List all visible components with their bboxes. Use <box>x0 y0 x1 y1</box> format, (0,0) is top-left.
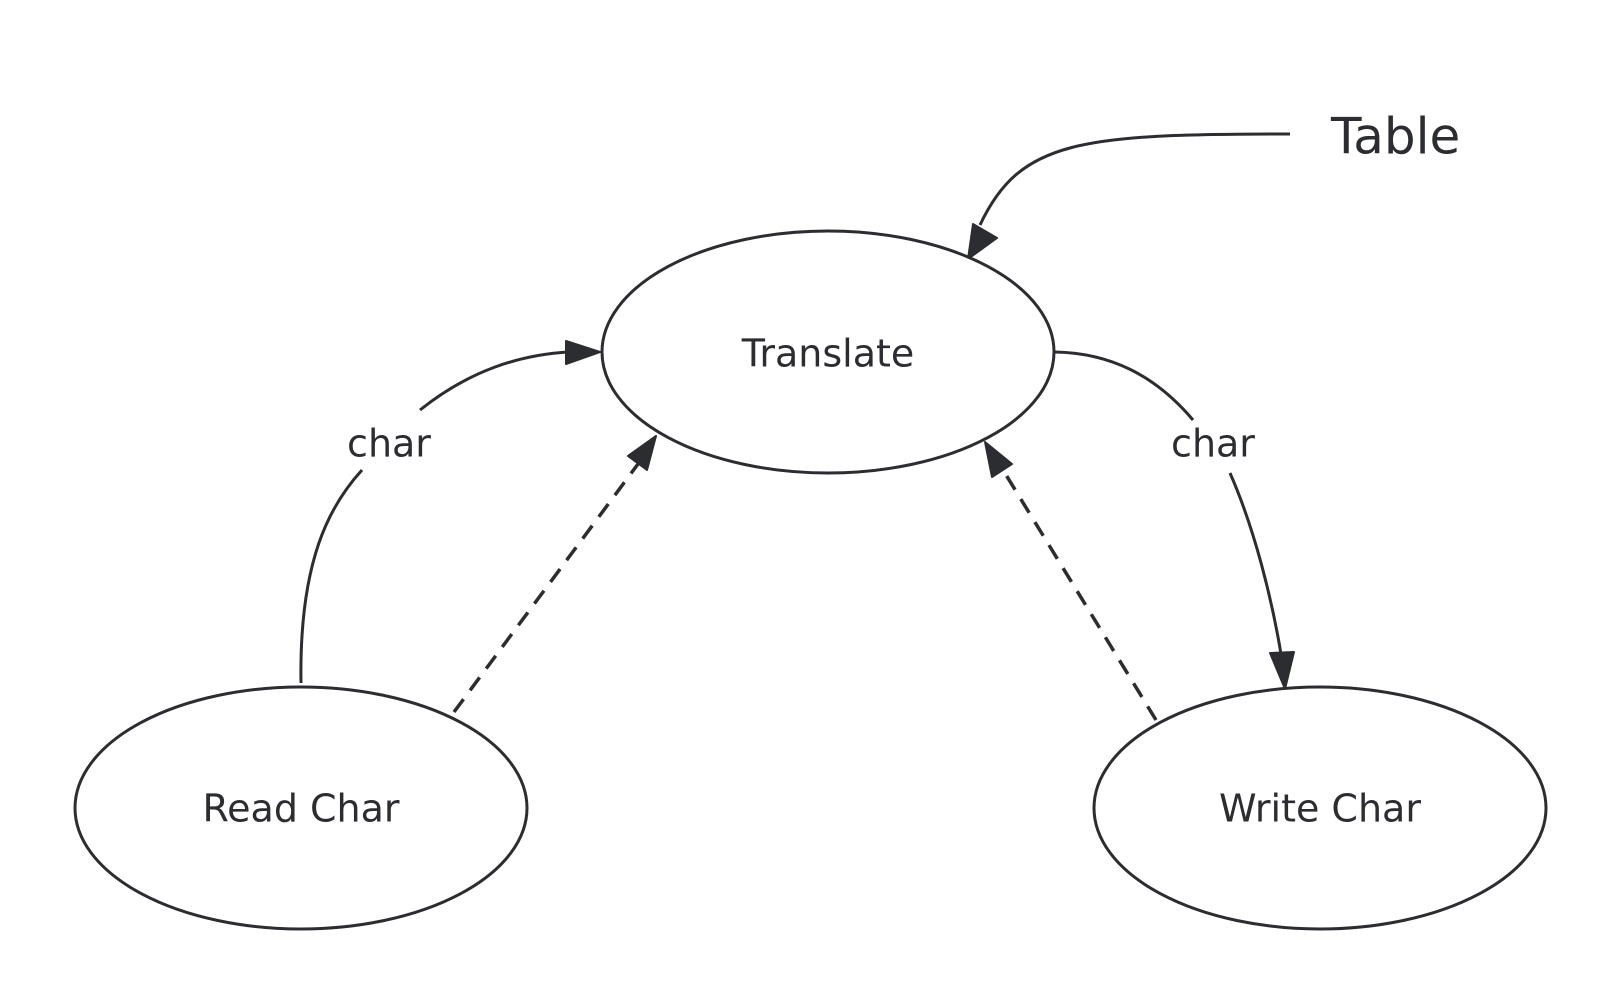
arrowhead-read-to-translate <box>565 340 601 365</box>
node-read-char[interactable]: Read Char <box>73 685 529 931</box>
edge-write-to-translate-dashed <box>984 441 1158 721</box>
arrowhead-table-to-translate <box>967 223 998 260</box>
edge-table-to-translate-line <box>978 132 1291 226</box>
node-translate[interactable]: Translate <box>600 229 1056 475</box>
edge-read-to-translate-dashed-line <box>452 462 640 714</box>
arrowhead-translate-to-write <box>1269 651 1295 690</box>
edge-read-to-translate <box>299 340 601 684</box>
edge-write-to-translate-dashed-line <box>1001 469 1158 721</box>
external-source-table-label: Table <box>1330 108 1460 166</box>
node-write-char[interactable]: Write Char <box>1092 685 1548 931</box>
node-translate-label: Translate <box>741 332 915 376</box>
edge-read-to-translate-line <box>299 468 364 684</box>
node-write-char-shape <box>1092 685 1548 931</box>
node-read-char-label: Read Char <box>202 787 399 831</box>
arrowhead-read-to-translate-dashed <box>627 435 657 471</box>
edge-read-to-translate-line-upper <box>419 350 569 412</box>
node-read-char-shape <box>73 685 529 931</box>
node-write-char-label: Write Char <box>1219 787 1421 831</box>
edge-translate-to-write-label: char <box>1171 422 1255 466</box>
edge-translate-to-write <box>1054 350 1295 690</box>
edge-translate-to-write-line <box>1228 472 1283 655</box>
edge-table-to-translate <box>967 132 1291 260</box>
edge-read-to-translate-dashed <box>452 435 657 714</box>
edge-read-to-translate-label: char <box>347 422 431 466</box>
arrowhead-write-to-translate-dashed <box>984 441 1013 478</box>
node-translate-shape <box>600 229 1056 475</box>
edge-translate-to-write-line-upper <box>1054 350 1195 421</box>
